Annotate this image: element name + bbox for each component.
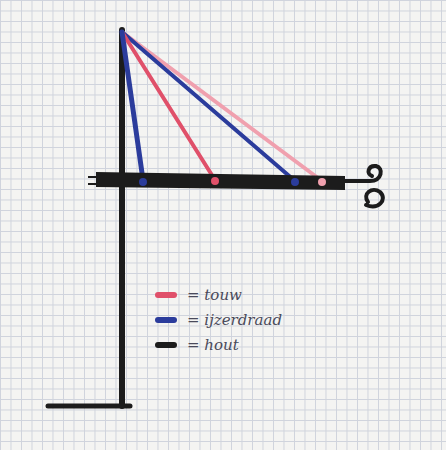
legend: = touw = ijzerdraad = hout xyxy=(155,282,282,357)
rope-end xyxy=(211,177,219,185)
legend-text: = ijzerdraad xyxy=(187,311,282,329)
rope xyxy=(122,32,215,180)
legend-text: = hout xyxy=(187,336,239,354)
wooden-foot xyxy=(48,404,130,409)
peg xyxy=(88,176,100,178)
legend-swatch xyxy=(155,292,177,298)
legend-text: = touw xyxy=(187,286,242,304)
iron-wire-end xyxy=(291,178,299,186)
legend-row: = hout xyxy=(155,332,282,357)
legend-row: = ijzerdraad xyxy=(155,307,282,332)
iron-wire xyxy=(122,32,143,180)
peg xyxy=(88,183,100,185)
hook xyxy=(345,166,383,206)
iron-wire-end xyxy=(139,178,147,186)
legend-swatch xyxy=(155,317,177,323)
rope xyxy=(122,32,322,181)
iron-wire xyxy=(122,32,295,181)
wooden-post xyxy=(119,30,125,406)
rope-end xyxy=(318,178,326,186)
legend-row: = touw xyxy=(155,282,282,307)
legend-swatch xyxy=(155,342,177,348)
wooden-arm xyxy=(96,172,345,190)
